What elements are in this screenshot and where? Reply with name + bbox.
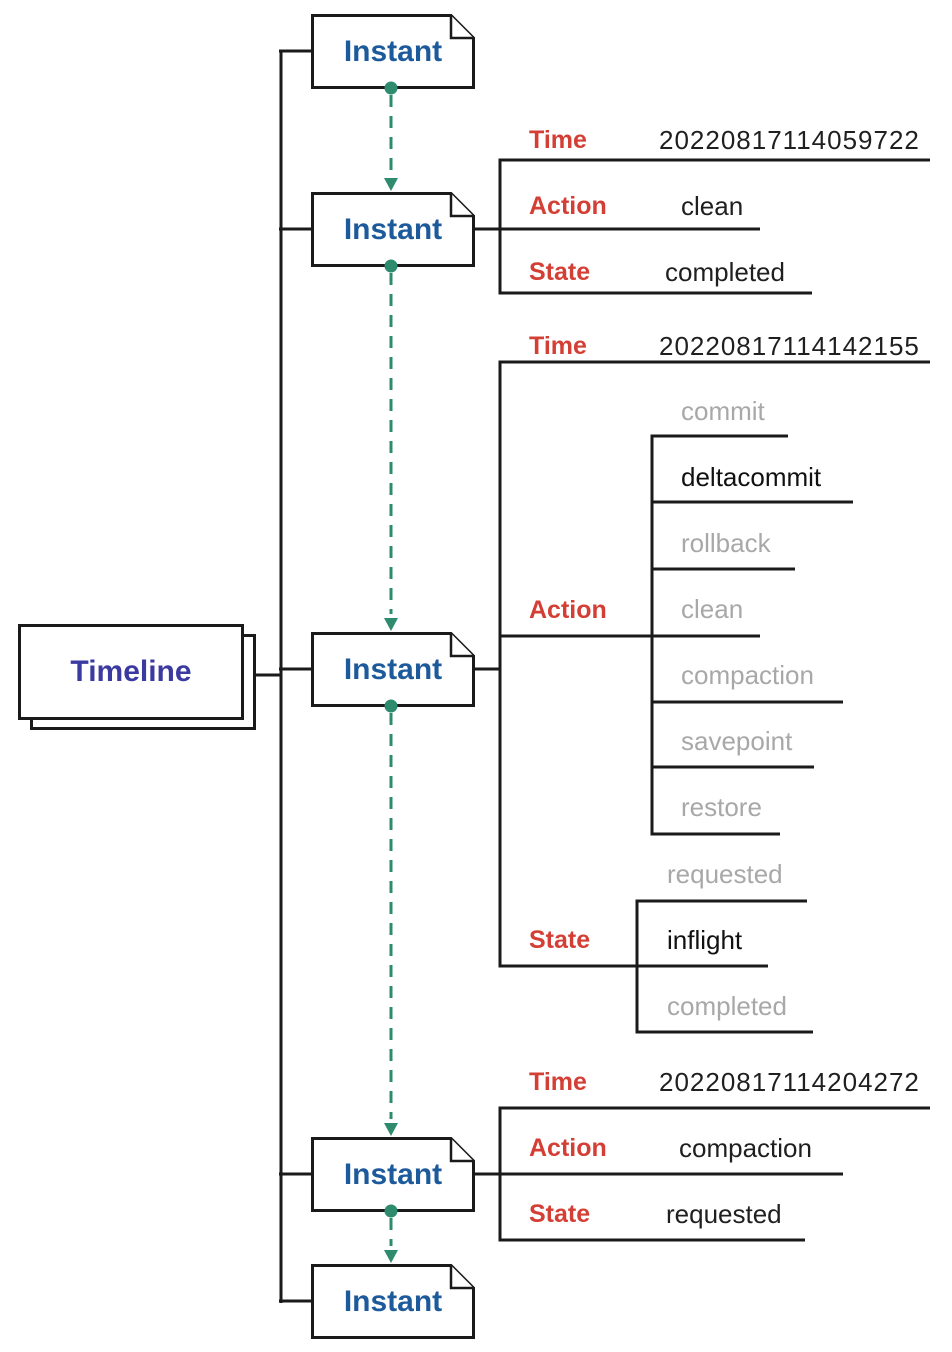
action-label: Action — [529, 596, 607, 624]
time-label: Time — [529, 332, 587, 360]
action-option-restore: restore — [681, 792, 762, 822]
state-label: State — [529, 258, 591, 286]
action-option-rollback: rollback — [681, 528, 771, 558]
action-value: compaction — [679, 1133, 812, 1163]
time-value: 20220817114204272 — [659, 1067, 920, 1097]
time-value: 20220817114059722 — [659, 125, 920, 155]
action-option-commit: commit — [681, 396, 765, 426]
note-shape-icon — [311, 192, 475, 267]
action-option-deltacommit: deltacommit — [681, 462, 822, 492]
action-value: clean — [681, 191, 744, 221]
note-shape-icon — [311, 1137, 475, 1212]
note-shape-icon — [311, 14, 475, 89]
state-label: State — [529, 926, 591, 954]
instant-node-2: Instant — [311, 192, 475, 267]
note-shape-icon — [311, 632, 475, 707]
note-shape-icon — [311, 1264, 475, 1339]
action-option-compaction: compaction — [681, 660, 814, 690]
instant-node-5: Instant — [311, 1264, 475, 1339]
time-value: 20220817114142155 — [659, 331, 920, 361]
state-option-inflight: inflight — [667, 925, 743, 955]
state-value: requested — [666, 1199, 782, 1229]
flow-arrowhead-3 — [384, 1123, 398, 1136]
instant-node-1: Instant — [311, 14, 475, 89]
state-option-requested: requested — [667, 859, 783, 889]
instant-label: Instant — [343, 1157, 443, 1191]
instant-label: Instant — [343, 34, 443, 68]
action-option-clean: clean — [681, 594, 744, 624]
flow-arrowhead-2 — [384, 618, 398, 631]
instant-node-4: Instant — [311, 1137, 475, 1212]
time-label: Time — [529, 1068, 587, 1096]
instant-label: Instant — [343, 652, 443, 686]
instant-label: Instant — [343, 212, 443, 246]
state-value: completed — [665, 257, 785, 287]
instant-label: Instant — [343, 1284, 443, 1318]
timeline-label: Timeline — [70, 655, 192, 688]
flow-arrowhead-4 — [384, 1250, 398, 1263]
time-label: Time — [529, 126, 587, 154]
action-label: Action — [529, 192, 607, 220]
instant-node-3: Instant — [311, 632, 475, 707]
state-option-completed: completed — [667, 991, 787, 1021]
flow-arrowhead-1 — [384, 178, 398, 191]
action-label: Action — [529, 1134, 607, 1162]
timeline-node-box: Timeline — [18, 624, 244, 720]
state-label: State — [529, 1200, 591, 1228]
action-option-savepoint: savepoint — [681, 726, 793, 756]
